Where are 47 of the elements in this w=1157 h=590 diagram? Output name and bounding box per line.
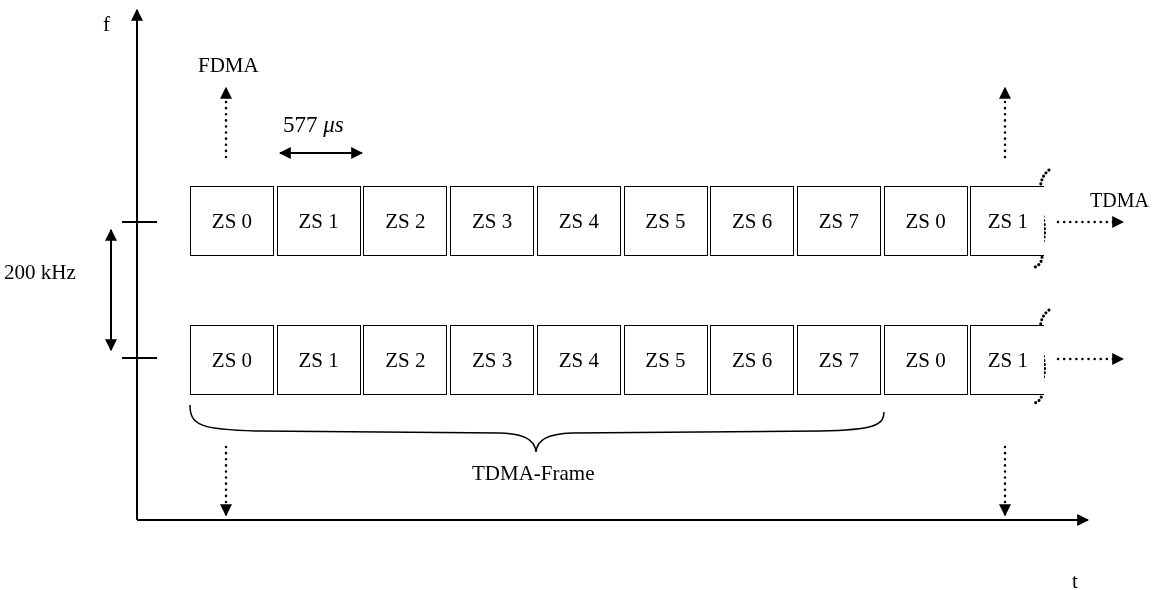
time-slot-box: [276, 325, 361, 395]
slot-label: ZS 2: [385, 347, 426, 373]
time-slot-box: [710, 186, 795, 256]
time-slot-box: [623, 325, 708, 395]
slot-label: ZS 3: [471, 208, 513, 234]
time-slot-box: [450, 325, 535, 395]
time-slot-box: [363, 325, 448, 395]
slot-label: ZS 1: [298, 208, 339, 234]
time-slot-box: [883, 186, 968, 256]
slot-label: ZS 4: [558, 347, 599, 373]
time-slot-box: [623, 186, 708, 256]
slot-label: ZS 4: [558, 208, 599, 234]
slot-label: ZS 1: [987, 208, 1028, 234]
time-slot-box: [970, 186, 1045, 256]
slot-label: ZS 0: [211, 347, 253, 373]
slot-label: ZS 5: [645, 208, 686, 234]
slot-label: ZS 6: [732, 347, 773, 373]
time-slot-box: [190, 186, 274, 256]
time-slot-box: [536, 186, 621, 256]
time-slot-box: [190, 325, 274, 395]
brace-label: TDMA-Frame: [472, 463, 595, 484]
time-slot-box: [450, 186, 535, 256]
time-slot-box: [970, 325, 1045, 395]
time-slot-box: [536, 325, 621, 395]
slot-label: ZS 5: [645, 347, 686, 373]
slot-label: ZS 0: [211, 208, 253, 234]
time-slot-box: [710, 325, 795, 395]
label: FDMA: [198, 55, 259, 76]
axis-label: t: [1072, 571, 1078, 590]
slot-label: ZS 0: [905, 208, 946, 234]
slot-label: ZS 1: [987, 347, 1028, 373]
slot-label: ZS 0: [905, 347, 946, 373]
time-slot-box: [883, 325, 968, 395]
label: TDMA: [1090, 190, 1149, 210]
slot-label: ZS 7: [818, 347, 859, 373]
slot-label: ZS 6: [732, 208, 773, 234]
time-slot-box: [363, 186, 448, 256]
dimension-label: 200 kHz: [4, 262, 76, 283]
slot-label: ZS 2: [385, 208, 426, 234]
time-slot-box: [796, 186, 881, 256]
slot-label: ZS 1: [298, 347, 339, 373]
slot-label: ZS 3: [471, 347, 513, 373]
slot-label: ZS 7: [818, 208, 859, 234]
dimension-label: 577 μs: [283, 113, 344, 136]
axis-label: f: [103, 14, 110, 35]
time-slot-box: [796, 325, 881, 395]
time-slot-box: [276, 186, 361, 256]
